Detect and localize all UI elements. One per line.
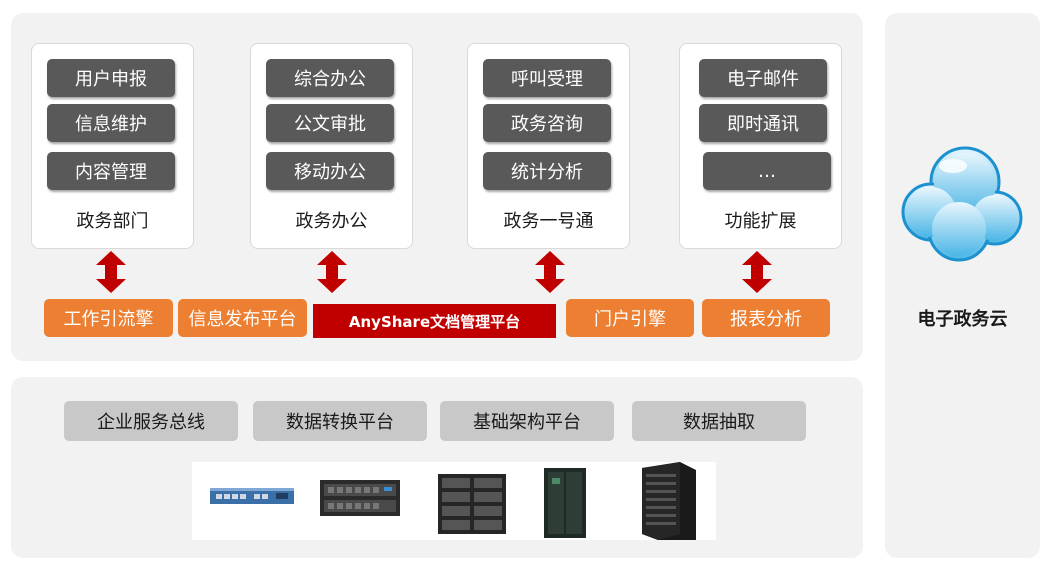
double-arrow-icon: [742, 251, 772, 293]
card-label: 政务办公: [295, 211, 368, 232]
infrastructure-platform-button[interactable]: 基础架构平台: [440, 401, 614, 441]
double-arrow-icon: [535, 251, 565, 293]
more-button[interactable]: …: [703, 152, 831, 190]
card-label: 政务一号通: [503, 211, 594, 232]
network-switch-icon: [210, 488, 294, 504]
portal-engine-button[interactable]: 门户引擎: [566, 299, 694, 337]
card-label: 功能扩展: [724, 211, 797, 232]
instant-messaging-button[interactable]: 即时通讯: [699, 104, 827, 142]
tower-server-icon: [544, 468, 586, 538]
enterprise-service-bus-button[interactable]: 企业服务总线: [64, 401, 238, 441]
rack-server-icon: [320, 480, 400, 516]
mobile-office-button[interactable]: 移动办公: [266, 152, 394, 190]
call-handling-button[interactable]: 呼叫受理: [483, 59, 611, 97]
hardware-strip: [192, 462, 716, 540]
document-approval-button[interactable]: 公文审批: [266, 104, 394, 142]
card-label: 政务部门: [76, 211, 149, 232]
card-function-extension: 电子邮件 即时通讯 … 功能扩展: [679, 43, 842, 249]
report-analysis-button[interactable]: 报表分析: [702, 299, 830, 337]
card-government-hotline: 呼叫受理 政务咨询 统计分析 政务一号通: [467, 43, 630, 249]
server-cabinet-icon: [642, 462, 696, 540]
card-government-department: 用户申报 信息维护 内容管理 政务部门: [31, 43, 194, 249]
storage-array-icon: [438, 474, 506, 534]
info-publish-button[interactable]: 信息发布平台: [178, 299, 307, 337]
cloud-title: 电子政务云: [917, 309, 1008, 330]
email-button[interactable]: 电子邮件: [699, 59, 827, 97]
cloud-panel: [885, 13, 1040, 558]
government-consult-button[interactable]: 政务咨询: [483, 104, 611, 142]
integrated-office-button[interactable]: 综合办公: [266, 59, 394, 97]
card-government-office: 综合办公 公文审批 移动办公 政务办公: [250, 43, 413, 249]
double-arrow-icon: [317, 251, 347, 293]
info-maintain-button[interactable]: 信息维护: [47, 104, 175, 142]
data-conversion-button[interactable]: 数据转换平台: [253, 401, 427, 441]
user-apply-button[interactable]: 用户申报: [47, 59, 175, 97]
data-extraction-button[interactable]: 数据抽取: [632, 401, 806, 441]
statistics-analysis-button[interactable]: 统计分析: [483, 152, 611, 190]
cloud-icon: [901, 146, 1023, 262]
anyshare-platform-bar[interactable]: AnyShare文档管理平台: [313, 304, 556, 338]
workflow-engine-button[interactable]: 工作引流擎: [44, 299, 173, 337]
content-manage-button[interactable]: 内容管理: [47, 152, 175, 190]
double-arrow-icon: [96, 251, 126, 293]
